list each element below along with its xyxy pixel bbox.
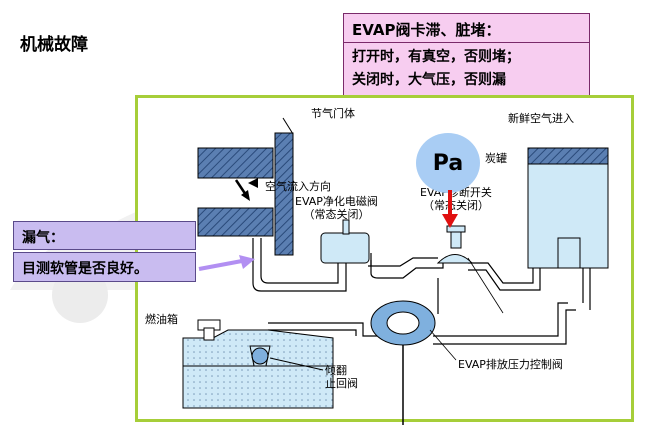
vacuum-hoses	[252, 238, 591, 425]
red-down-arrow	[442, 190, 458, 228]
leader-pressure-valve	[467, 257, 504, 314]
evap-fault-heading: EVAP阀卡滞、脏堵：	[343, 13, 590, 43]
page-title: 机械故障	[20, 35, 88, 55]
leak-heading: 漏气：	[13, 221, 196, 250]
label-purge-solenoid: EVAP净化电磁阀 （常态关闭）	[295, 195, 378, 221]
label-purge-solenoid-line2: （常态关闭）	[303, 208, 370, 221]
evap-system-diagram: 节气门体 空气流入方向 EVAP净化电磁阀 （常态关闭） EVAP诊断开关 （常…	[135, 95, 634, 425]
label-pressure-valve: EVAP排放压力控制阀	[458, 358, 563, 371]
evap-fault-line-open: 打开时，有真空，否则堵；	[352, 49, 520, 65]
evap-diagram-drawing	[182, 117, 609, 425]
label-shutoff-switch-line2: （常态关闭）	[422, 199, 489, 212]
shutoff-switch-valve	[436, 225, 474, 264]
charcoal-canister	[527, 147, 609, 269]
label-rollover-valve: 倾翻 止回阀	[325, 364, 358, 390]
evap-fault-description: 打开时，有真空，否则堵； 关闭时，大气压，否则漏	[343, 43, 590, 99]
throttle-body	[197, 117, 294, 256]
leader-pressure-label	[429, 329, 457, 361]
label-throttle-body: 节气门体	[311, 107, 355, 120]
purge-solenoid-valve	[320, 219, 370, 264]
label-fuel-tank: 燃油箱	[145, 313, 178, 326]
pressure-gauge-bubble: Pa	[416, 133, 480, 193]
purple-arrow	[198, 255, 255, 271]
label-purge-solenoid-line1: EVAP净化电磁阀	[295, 195, 378, 208]
label-fresh-air: 新鲜空气进入	[508, 112, 574, 125]
label-rollover-valve-line1: 倾翻	[325, 364, 347, 377]
label-rollover-valve-line2: 止回阀	[325, 377, 358, 390]
label-canister: 炭罐	[485, 152, 507, 165]
label-air-flow: 空气流入方向	[265, 180, 331, 193]
pressure-control-valve	[370, 300, 436, 346]
evap-fault-line-closed: 关闭时，大气压，否则漏	[352, 72, 506, 88]
air-flow-arrow	[234, 178, 258, 201]
fuel-tank	[182, 319, 334, 409]
leak-instruction: 目测软管是否良好。	[13, 252, 196, 282]
